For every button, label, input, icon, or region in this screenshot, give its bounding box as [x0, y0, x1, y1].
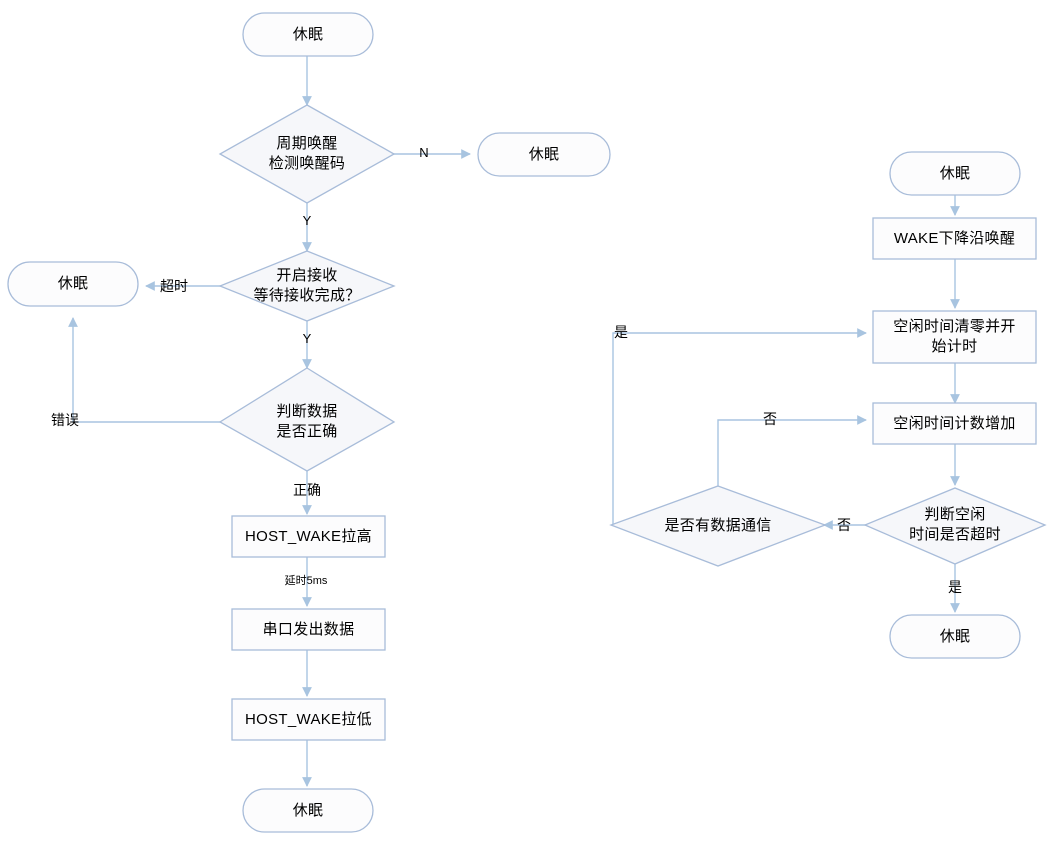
node-r4-process-idle-increment[interactable]	[872, 402, 1037, 445]
edge-label-correct: 正确	[293, 482, 321, 498]
node-l3-terminator-sleep[interactable]	[477, 132, 611, 177]
edge-label-y-mid: Y	[302, 331, 312, 346]
connector-group	[68, 56, 960, 787]
edge-label-yes-bottom: 是	[948, 579, 962, 595]
node-l10-terminator-sleep[interactable]	[242, 788, 374, 833]
edge-label-no-right: 否	[837, 517, 851, 533]
node-r7-terminator-sleep[interactable]	[889, 614, 1021, 659]
node-r3-process-idle-reset[interactable]	[872, 310, 1037, 364]
node-r6-decision-has-data[interactable]	[609, 485, 827, 567]
node-l7-process-host-wake-high[interactable]	[231, 515, 386, 558]
node-l6-decision-data-correct[interactable]	[218, 367, 396, 472]
node-r2-process-wake-falling-edge[interactable]	[872, 217, 1037, 260]
edge-l6-l5-error	[68, 317, 226, 423]
node-l2-decision-periodic-wake[interactable]	[218, 104, 396, 204]
edge-label-error: 错误	[51, 412, 79, 428]
node-l4-decision-wait-receive[interactable]	[218, 250, 396, 322]
node-r1-terminator-sleep[interactable]	[889, 151, 1021, 196]
shape-group	[7, 12, 1047, 833]
edge-label-y-top: Y	[302, 213, 312, 228]
node-r5-decision-idle-timeout[interactable]	[863, 487, 1047, 565]
edge-r6-r4-no	[717, 415, 867, 486]
node-l9-process-host-wake-low[interactable]	[231, 698, 386, 741]
edge-label-timeout: 超时	[160, 278, 188, 294]
node-l1-terminator-sleep[interactable]	[242, 12, 374, 57]
node-l5-terminator-sleep[interactable]	[7, 261, 139, 307]
edge-label-n: N	[419, 145, 429, 160]
edge-r6-r3-yes	[612, 328, 867, 525]
edge-label-no-mid: 否	[763, 411, 777, 427]
edge-label-delay-5ms: 延时5ms	[284, 575, 328, 587]
node-l8-process-uart-send[interactable]	[231, 608, 386, 651]
edge-label-yes-top: 是	[614, 324, 628, 340]
